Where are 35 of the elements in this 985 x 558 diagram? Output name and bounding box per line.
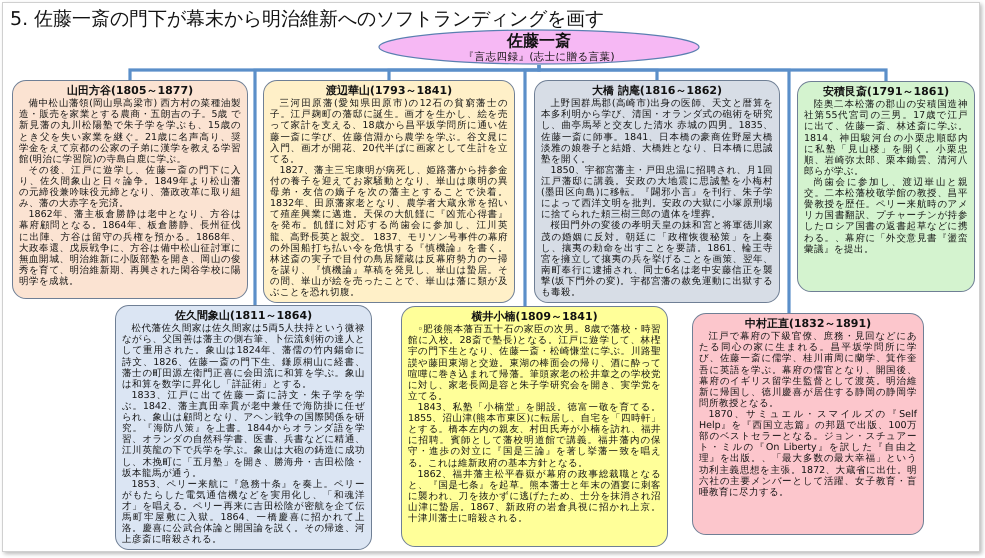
disciple-card (692, 313, 924, 535)
name-heading: 佐藤一斎 (506, 31, 572, 50)
biography-text: 桜田門外の変後の孝明天皇の妹和宮と将軍徳川家茂の婚姻に反対。朝廷に「政権恢復秘策」を上奏し、攘夷の勅命を出すことを要請。1861、輪王寺宮を擁立して攘夷の兵を挙げることを画策、翌年、南町奉行に逮捕され、同士6名は老中安藤信正を襲撃(坂下門外の変)。宇都宮藩の赦免運動に出獄するも毒殺。 (541, 220, 773, 298)
disciple-card (115, 305, 372, 550)
name-heading: 渡辺華山(1793～1841) (324, 84, 454, 98)
name-heading: 佐久間象山(1811～1864) (174, 309, 314, 322)
biography-text: その後、江戸に遊学し、佐藤一斎の門下に入り、佐久間象山と日々論争。1849年より松山藩の元締役兼吟味役元締となり、藩政改革に取り組み、藩の大赤字を完済。 (19, 164, 241, 210)
biography-text: 三河田原藩(愛知県田原市)の12石の貧窮藩士の子。江戸麹町の藩邸に誕生。画才を生かし、絵を売って家計を支える、18歳から昌平坂学問所に通い佐藤一斎に学び、佐藤信淵から農学を学ぶ。谷文晁に入門、画才が開花、20代半ばに画家として生計を立てる。 (270, 98, 508, 165)
biography-text: 陸奥二本松藩の郡山の安積国造神社第55代宮司の三男。17歳で江戸に出て、佐藤一斎、林述斎に学ぶ。1814、神田駿河台の小栗忠順邸内に私塾「見山楼」を開く。小栗忠順、岩崎弥太郎、栗本鋤雲、清河八郎らが学ぶ。 (804, 99, 968, 177)
subtitle: 『言志四録』(志士に贈る言葉) (462, 50, 616, 64)
biography-text: 1853、ペリー来航に『急務十条』を奏上。ペリーがもたらした電気通信機などを実用化し、「和魂洋才」を唱える。ペリー再来に吉田松陰が密航を企て伝馬町牢屋敷に入獄。1864、一橋慶喜に招かれて上洛。慶喜に公武合体論と開国論を説く。その帰途、河上彦斎に暗殺される。 (122, 478, 365, 546)
disciple-card (401, 306, 668, 547)
disciple-card (12, 80, 248, 299)
biography-text: 1850、宇都宮藩主・戸田忠温に招聘され、月1回江戸藩邸に講義。安政の大地震に思誠塾を小梅村(墨田区向島)に移転。『闢邪小言』を刊行、朱子学によって西洋文明を批判。安政の大獄に小塚原刑場に捨てられた頼三樹三郎の遺体を埋葬。 (541, 164, 773, 220)
biography-text: 松代藩佐久間家は佐久間家は5両5人扶持という微禄ながら、父国善は藩主の側右筆、卜伝流剣術の達人として重用された。象山は1824年、藩儒の竹内錫命に詩文、1826、佐藤一斎の門下生、鎌原桐山に経書、藩士の町田源左衛門正喜に会田流に和算を学ぶ。象山は和算を数学に昇化し「詳証術」とする。 (122, 323, 365, 390)
disciple-card (797, 81, 975, 292)
name-heading: 中村正直(1832～1891) (744, 317, 872, 330)
name-heading: 大橋 訥庵(1816～1862) (590, 84, 724, 98)
biography-text: 1870、サミュエル・スマイルズの『Self Help』を『西国立志篇』の邦題で出版、100万部のベストセラーとなる。ジョン・スチュアート・ミルの『On Liberty』を訳した『自由之理』を出版。、「最大多数の最大幸福」という功利主義思想を主張。1872、大蔵省に出仕。明六社の主要メンバーとして活躍、女子教育・盲唖教育に尽力する。 (699, 408, 917, 498)
biography-text: 1843、私塾「小楠堂」を開設。徳富一敬を育てる。1855、沼山津(熊本市東区)に転居し、自宅を「四時軒」とする。橋本左内の親友、村田氏寿が小楠を訪れ、福井に招聘。賓師として藩校明道館で講義。福井藩内の保守・進歩の対立に『国是三論』を著し挙藩一致を唱える。これは維新政府の基本方針となる。 (408, 402, 661, 469)
biography-text: 1862、福井藩主松平春嶽が幕府の政事総裁職となると、『国是七条』を起草。熊本藩士と年末の酒宴に刺客に襲われ、刀を抜かずに逃げたため、士分を抹消され沼山津に蟄居。1867、新政府の岩倉具視に招かれ上京。十津川藩士に暗殺される。 (408, 468, 661, 524)
biography-text: 1862年、藩主板倉勝静は老中となり、方谷は幕府顧問となる。1864年、板倉勝静、長州征伐に出陣、方谷は留守の兵権を預かる。1868年、大政奉還、戊辰戦争に、方谷は備中松山征討軍に無血開城、明治維新に小阪部塾を開き、岡山の俊秀を育て、明治維新期、再興された閑谷学校に陽明学を成就。 (19, 209, 241, 288)
page-title: 5. 佐藤一斎の門下が幕末から明治維新へのソフトランディングを画す (10, 7, 604, 32)
name-heading: 横井小楠(1809～1841) (470, 310, 599, 324)
biography-text: 江戸で幕府の下級官僚、庶務・見回などにあたる同心の家に生まれる。昌平坂学問所に学び、佐藤一斎に儒学、桂川甫周に蘭学、箕作奎吾に英語を学ぶ。幕府の儒官となり、開国後、幕府のイギリス留学生監督として渡英。明治維新に帰国し、徳川慶喜が居住する静岡の静岡学問所教授となる。 (699, 331, 917, 409)
disciple-card (263, 80, 515, 304)
biography-text: 1827、藩主三宅康明が病死し、姫路藩から持参金付の養子を迎えてお家騒動となり、崋山は康明の異母弟・友信の嫡子を次の藩主とすることで決着。1832年、田原藩家老となり、農学者大蔵永常を招いて殖産興業に邁進。天保の大飢饉に『凶荒心得書』を発布。飢饉に対応する尚歯会に参加し、江川英龍、高野長英と親交。 1837、モリソン号事件の幕府の外国船打ち払い令を危惧する『慎機論』を書く。林述斎の実子で目付の鳥居耀蔵は反幕府勢力の一掃を謀り、『慎機論』草稿を発見し、崋山は蟄居。その間、崋山が絵を売ったことで、崋山は藩に類が及ぶことを恐れ切腹。 (270, 164, 508, 298)
biography-text: 備中松山藩領(岡山県高梁市) 西方村の菜種油製造・販売を家業とする農商・五朗吉の子。5歳 で新見藩の丸川松陽塾で朱子学を学ぶも、15歳のとき父を失い家業を継ぐ。21歳に名声高り、奨学金をえて京都の公家の子弟に漢学を教える学習館(明治に学習院)の寺島白鹿に学ぶ。 (19, 98, 241, 165)
biography-text: ◦肥後熊本藩百五十石の家臣の次男。8歳で藩校・時習館に入校。28斎で塾長)となる。江戸に遊学して、林檉宇の門下生となり、佐藤一斎・松崎慊堂に学ぶ。川路聖謨や藤田東湖と交遊。東湖の棒面会の帰り、酒に酔って喧嘩に巻き込まれて帰藩。筆頭家老の松井章之の学校党に対し、家老長岡是容と朱子学研究会を開き、実学党を立てる。 (408, 324, 661, 402)
biography-text: 1833、江戸に出て佐藤一斎に詩文・朱子学を学ぶ。1842、藩主真田幸貫が老中兼任で海防掛に任ぜられ、象山は顧問となり、アヘン戦争の国際関係を研究。『海防八策』を上書。1844からオランダ語を学習、オランダの自然科学書、医書、兵書などに精通、江川英龍の下で兵学を学ぶ。象山は大砲の鋳造に成功し、木挽町に「五月塾」を開き、勝海舟・吉田松陰・坂本龍馬が通う。 (122, 390, 365, 479)
teacher-ellipse (378, 29, 700, 65)
biography-text: 上野国群馬郡(高崎市)出身の医師、天文と暦算を本多利明から学び、清国・オランダ式の砲術を研究し、曲亭馬琴と交友した清水 赤城の四男。1835、佐藤一斎に師事。1841、日本橋の豪商佐野屋大橋淡雅の娘巻子と結婚、大橋姓となり、日本橋に思誠塾を開く。 (541, 98, 773, 165)
name-heading: 安積艮斎(1791～1861) (822, 85, 950, 98)
biography-text: 尚歯会に参加し、渡辺崋山と親交。二本松藩校敬学館の教授、昌平黌教授を歴任。ペリー来航時のアメリカ国書翻訳、プチャーチンが持参したロシア国書の返書起草などに携わる。、幕府に「外交意見書『盪蛮彙議』を提出。 (804, 176, 968, 255)
name-heading: 山田方谷(1805～1877) (66, 84, 194, 98)
